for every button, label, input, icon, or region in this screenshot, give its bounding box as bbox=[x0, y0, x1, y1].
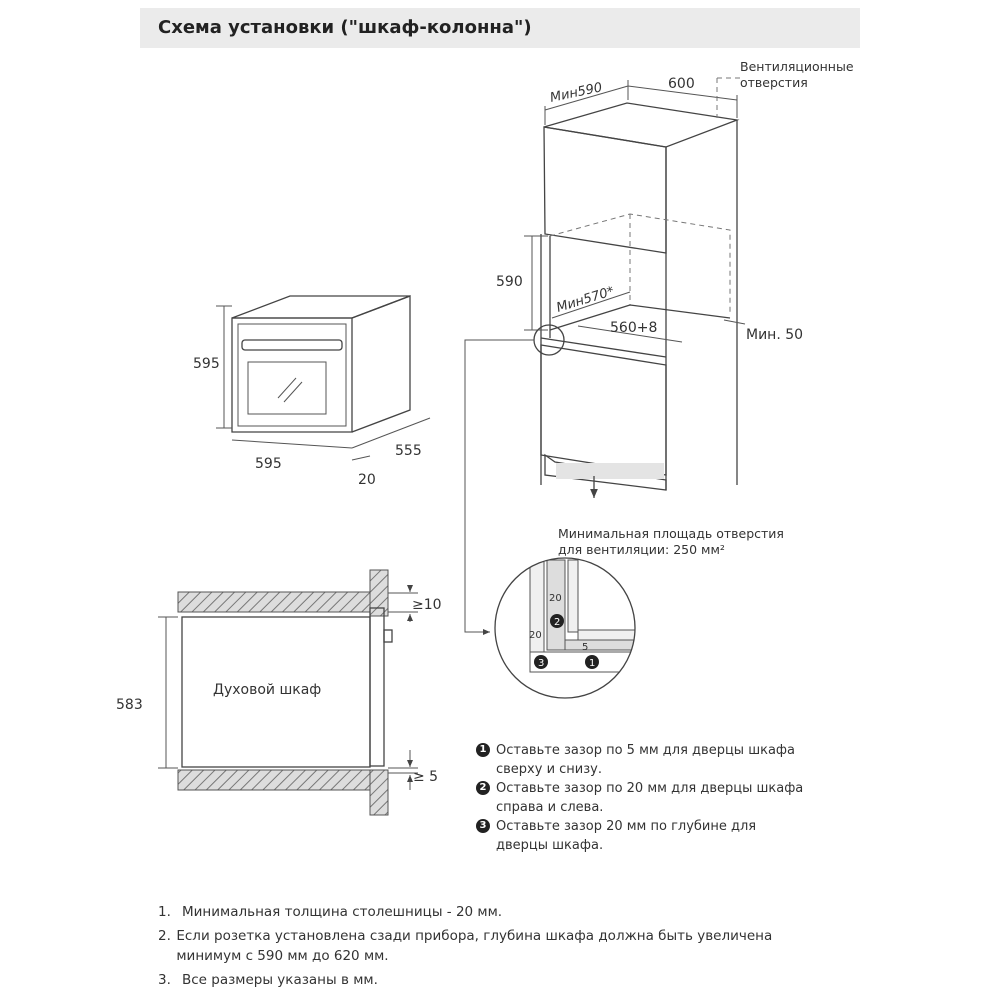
detail-gap-side: 20 bbox=[549, 593, 562, 604]
oven-drawing: 595 595 555 20 bbox=[193, 295, 431, 488]
bottom-gap-label: ≥ 5 bbox=[413, 769, 438, 785]
badge-icon: 1 bbox=[476, 743, 490, 757]
badge-2: 2 bbox=[554, 617, 560, 628]
note-item: 1. Минимальная толщина столешницы - 20 мм… bbox=[158, 902, 798, 922]
column-min-depth-label: Мин590 bbox=[549, 80, 604, 106]
badge-icon: 3 bbox=[476, 819, 490, 833]
detail-gap-top: 5 bbox=[582, 642, 588, 653]
legend-text: Оставьте зазор по 5 мм для дверцы шкафа … bbox=[496, 743, 795, 777]
vent-area-label-1: Минимальная площадь отверстия bbox=[558, 526, 784, 541]
note-item: 3. Все размеры указаны в мм. bbox=[158, 970, 798, 990]
note-text: Все размеры указаны в мм. bbox=[182, 972, 378, 988]
vent-area-label-2: для вентиляции: 250 мм² bbox=[558, 542, 725, 557]
gap-detail: 20 20 5 2 3 1 bbox=[494, 557, 636, 699]
legend-text: Оставьте зазор 20 мм по глубине для двер… bbox=[496, 819, 757, 853]
countertop bbox=[177, 591, 373, 613]
oven-width-label: 595 bbox=[255, 456, 282, 472]
niche-min-depth-label: Мин570* bbox=[555, 284, 617, 316]
column-width-label: 600 bbox=[668, 76, 695, 92]
note-number: 1. bbox=[158, 904, 171, 920]
legend-item: 2 Оставьте зазор по 20 мм для дверцы шкаф… bbox=[476, 779, 836, 817]
oven-depth-label: 555 bbox=[395, 443, 422, 459]
niche-width-label: 560+8 bbox=[610, 320, 657, 336]
page-title: Схема установки ("шкаф-колонна") bbox=[158, 17, 532, 38]
legend-text: Оставьте зазор по 20 мм для дверцы шкафа… bbox=[496, 781, 804, 815]
top-gap-label: ≥10 bbox=[412, 597, 442, 613]
note-number: 2. bbox=[158, 928, 171, 944]
header-bar: Схема установки ("шкаф-колонна") bbox=[140, 8, 860, 48]
note-item: 2. Если розетка установлена сзади прибора… bbox=[158, 926, 798, 966]
vent-label-2: отверстия bbox=[740, 75, 808, 90]
notes-list: 1. Минимальная толщина столешницы - 20 мм… bbox=[158, 902, 798, 990]
vent-label-1: Вентиляционные bbox=[740, 59, 854, 74]
oven-handle bbox=[241, 339, 343, 351]
section-label: Духовой шкаф bbox=[213, 682, 321, 698]
note-number: 3. bbox=[158, 972, 171, 988]
badge-3: 3 bbox=[538, 658, 544, 669]
legend-item: 1 Оставьте зазор по 5 мм для дверцы шкафа… bbox=[476, 741, 836, 779]
oven-door-thickness-label: 20 bbox=[358, 472, 376, 488]
section-height-label: 583 bbox=[116, 697, 143, 713]
oven-height-label: 595 bbox=[193, 356, 220, 372]
detail-callout-circle bbox=[533, 324, 565, 356]
badge-1: 1 bbox=[589, 658, 595, 669]
column-cabinet-drawing: Мин590 600 Вентиляционные отверстия 590 … bbox=[464, 59, 854, 635]
note-text: Если розетка установлена сзади прибора, … bbox=[176, 928, 773, 964]
min-gap-label: Мин. 50 bbox=[746, 327, 803, 343]
section-drawing: Духовой шкаф 583 ≥10 ≥ 5 bbox=[116, 569, 442, 816]
gap-legend: 1 Оставьте зазор по 5 мм для дверцы шкафа… bbox=[476, 741, 836, 855]
oven-window bbox=[247, 361, 327, 415]
legend-item: 3 Оставьте зазор 20 мм по глубине для две… bbox=[476, 817, 806, 855]
detail-gap-depth: 20 bbox=[529, 630, 542, 641]
note-text: Минимальная толщина столешницы - 20 мм. bbox=[182, 904, 503, 920]
badge-icon: 2 bbox=[476, 781, 490, 795]
cabinet-bottom bbox=[177, 769, 373, 791]
niche-height-label: 590 bbox=[496, 274, 523, 290]
